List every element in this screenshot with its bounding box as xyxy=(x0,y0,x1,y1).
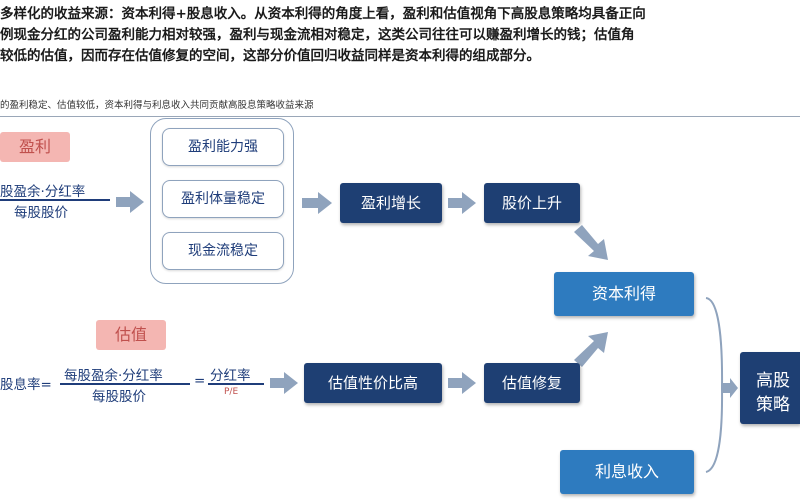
arrow-price-to-capital-gain xyxy=(574,225,608,260)
earnings-formula-bar xyxy=(0,199,110,201)
intro-line-2: 例现金分红的公司盈利能力相对较强，盈利与现金流相对稳定，这类公司往往可以赚盈利增… xyxy=(0,27,635,43)
earnings-growth-box: 盈利增长 xyxy=(340,183,442,223)
valuation-formula-rhs-denominator: P/E xyxy=(224,387,239,397)
arrow-bracket-to-strategy xyxy=(722,378,738,398)
intro-line-3: 较低的估值，因而存在估值修复的空间，这部分价值回归收益同样是资本利得的组成部分。 xyxy=(0,48,540,64)
price-rise-box: 股价上升 xyxy=(484,183,580,223)
interest-income-box: 利息收入 xyxy=(560,450,694,494)
valuation-formula-rhs-numerator: 分红率 xyxy=(210,368,251,384)
capital-gain-box: 资本利得 xyxy=(554,272,694,316)
valuation-formula-lhs: 股息率= xyxy=(0,377,52,393)
arrow-repair-to-capital-gain xyxy=(574,332,608,367)
valuation-formula-bar xyxy=(60,383,190,385)
strategy-line-1: 高股 xyxy=(756,371,790,391)
intro-line-1: 多样化的收益来源：资本利得+股息收入。从资本利得的角度上看，盈利和估值视角下高股… xyxy=(0,6,646,22)
earnings-formula-numerator: 股盈余·分红率 xyxy=(0,184,86,200)
arrow-valuation-formula-to-value xyxy=(270,372,298,394)
valuation-formula-eq: = xyxy=(194,373,206,389)
strategy-line-2: 策略 xyxy=(756,395,790,415)
intro-paragraph: 多样化的收益来源：资本利得+股息收入。从资本利得的角度上看，盈利和估值视角下高股… xyxy=(0,4,800,67)
bracket-to-strategy xyxy=(705,297,724,473)
arrow-value-to-repair xyxy=(448,372,476,394)
figure-caption: 的盈利稳定、估值较低，资本利得与利息收入共同贡献高股息策略收益来源 xyxy=(0,100,314,111)
trait-stable-volume: 盈利体量稳定 xyxy=(162,180,284,218)
valuation-formula-denominator: 每股股价 xyxy=(92,389,146,405)
earnings-tag: 盈利 xyxy=(0,132,70,162)
high-dividend-strategy-box: 高股 策略 xyxy=(740,352,800,424)
valuation-formula-rhs-bar xyxy=(208,383,264,385)
arrow-growth-to-price xyxy=(448,192,476,214)
valuation-formula-numerator: 每股盈余·分红率 xyxy=(64,368,163,384)
caption-divider xyxy=(0,116,800,117)
arrow-traits-to-growth xyxy=(302,192,332,214)
valuation-tag: 估值 xyxy=(96,320,166,350)
trait-profitability: 盈利能力强 xyxy=(162,128,284,166)
valuation-value-box: 估值性价比高 xyxy=(304,363,442,403)
earnings-formula-denominator: 每股股价 xyxy=(14,205,68,221)
valuation-repair-box: 估值修复 xyxy=(484,363,580,403)
trait-stable-cashflow: 现金流稳定 xyxy=(162,232,284,270)
arrow-formula-to-traits xyxy=(116,191,144,213)
